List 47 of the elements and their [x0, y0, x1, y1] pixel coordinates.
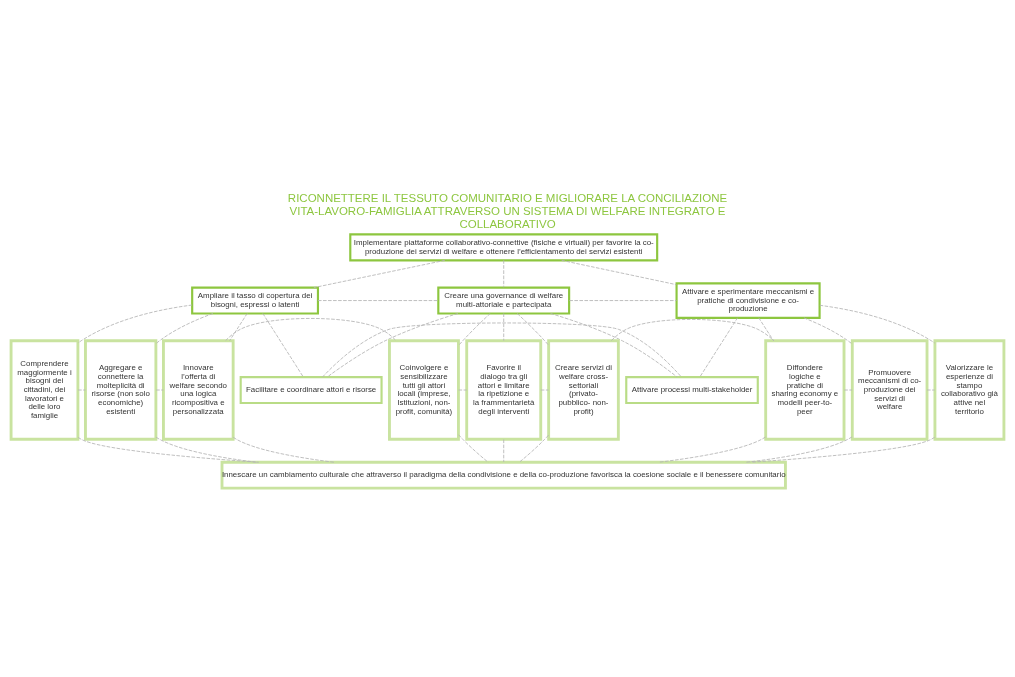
connector: [77, 304, 193, 343]
connector: [745, 436, 853, 463]
connector: [516, 312, 550, 346]
node-box: Ampliare il tasso di copertura dei bisogni, espressi o latenti: [191, 286, 320, 315]
node-box: Creare una governance di welfare multi-attoriale e partecipata: [437, 286, 571, 315]
connector: [458, 433, 489, 463]
connector: [803, 316, 853, 344]
node-box: Facilitare e coordinare attori e risorse: [239, 375, 383, 404]
connector: [518, 434, 549, 463]
connector: [262, 312, 304, 377]
node-box: Attivare processi multi-stakeholder: [625, 375, 759, 404]
connector: [232, 436, 335, 463]
node-box: Promuovere meccanismi di co-produzione dei servizi di welfare: [850, 338, 929, 441]
connector: [503, 438, 505, 462]
connector: [819, 304, 936, 344]
connector: [229, 312, 248, 341]
connector: [561, 259, 677, 285]
connector: [699, 316, 738, 377]
node-box: Implementare piattaforme collaborativo-connettive (fisiche e virtuali) per favorire la co-produzione dei servizi di welfare e ottenere l’efficientamento dei servizi esistenti: [349, 232, 659, 261]
node-box: Diffondere logiche e pratiche di sharing economy e modelli peer-to-peer: [764, 338, 846, 441]
connector: [568, 299, 677, 301]
connector: [503, 312, 505, 341]
connector: [326, 312, 459, 377]
connector: [155, 436, 257, 463]
node-box: Favorire il dialogo tra gli attori e limitare la ripetizione e la frammentarietà degli interventi: [465, 338, 543, 441]
connector: [225, 317, 397, 341]
node-box: Innovare l’offerta di welfare secondo una logica ricompositiva e personalizzata: [162, 338, 235, 441]
node-box: Coinvolgere e sensibilizzare tutti gli attori locali (imprese, Istituzioni, non-profit, comunità): [388, 338, 460, 441]
connector: [322, 322, 682, 377]
node-box: Comprendere maggiormente i bisogni dei cittadini, dei lavoratori e delle loro famiglie: [9, 338, 80, 441]
connector: [77, 436, 260, 463]
connector: [503, 259, 505, 288]
node-box: Aggregare e connettere la molteplicità di risorse (non solo economiche) esistenti: [84, 338, 158, 441]
node-box: Attivare e sperimentare meccanismi e pratiche di condivisione e co-produzione: [675, 281, 821, 319]
node-box: Creare servizi di welfare cross-settoriali (privato- pubblico- non- profit): [547, 338, 620, 441]
connector: [155, 312, 214, 344]
connector: [458, 312, 491, 346]
connector: [550, 312, 678, 377]
connector: [750, 436, 936, 463]
connector: [758, 316, 774, 341]
connector: [611, 318, 775, 341]
connector: [317, 299, 439, 301]
node-box: Innescare un cambiamento culturale che attraverso il paradigma della condivisione e della co-produzione favorisca la coesione sociale e il benessere comunitario: [220, 460, 787, 490]
node-box: Valorizzare le esperienze di stampo collaborativo già attive nel territorio: [933, 338, 1006, 441]
diagram-title: RICONNETTERE IL TESSUTO COMUNITARIO E MIGLIORARE LA CONCILIAZIONE VITA-LAVORO-FAMIGLIA ATTRAVERSO UN SISTEMA DI WELFARE INTEGRATO E COLLABORATIVO: [287, 191, 728, 230]
connector: [658, 436, 766, 463]
connector: [313, 259, 446, 288]
